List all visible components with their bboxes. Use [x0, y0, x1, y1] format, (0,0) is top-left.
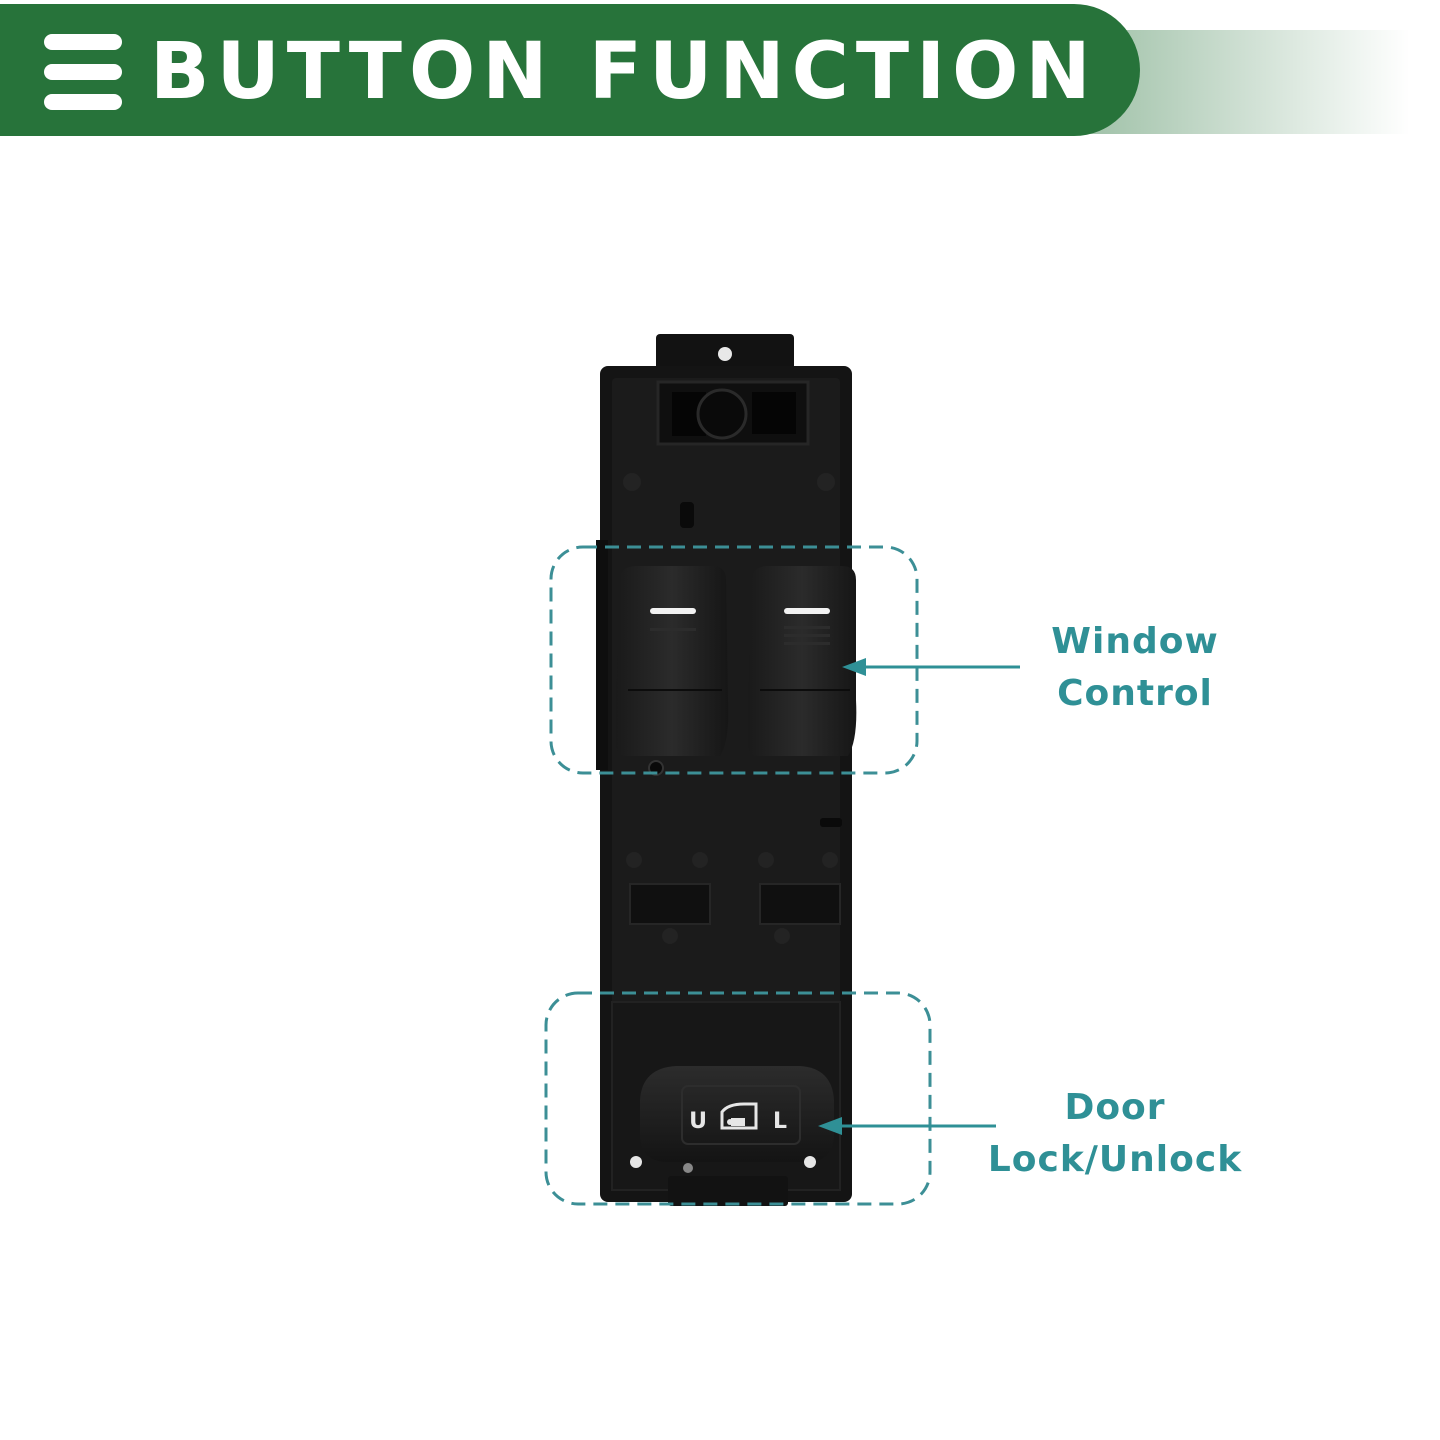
connector-socket	[656, 380, 810, 446]
pin	[683, 1163, 693, 1173]
door-lock-button: U L	[640, 1066, 834, 1162]
unlock-glyph: U	[689, 1109, 707, 1134]
door-lock-icon	[720, 1102, 758, 1130]
page-title: BUTTON FUNCTION	[150, 27, 1098, 117]
lock-glyph: L	[773, 1109, 787, 1134]
header-banner: BUTTON FUNCTION	[0, 4, 1440, 136]
window-button-left	[616, 566, 729, 756]
hamburger-menu-icon	[44, 34, 122, 110]
screw-left	[630, 1156, 642, 1168]
window-control-highlight	[549, 545, 919, 775]
window-arrow	[842, 658, 1020, 676]
header-fade-decoration	[1080, 30, 1410, 134]
header-background	[0, 4, 1140, 136]
door-lock-highlight	[544, 991, 932, 1206]
screw-right	[804, 1156, 816, 1168]
blank-pad-left	[629, 883, 711, 925]
door-lock-line1: Door	[1064, 1087, 1166, 1128]
door-arrow	[818, 1117, 996, 1135]
door-lock-line2: Lock/Unlock	[987, 1139, 1243, 1180]
window-control-line2: Control	[1057, 673, 1213, 714]
window-control-label: Window Control	[1040, 616, 1230, 720]
window-button-right	[748, 566, 857, 756]
blank-pad-right	[759, 883, 841, 925]
bottom-tab	[668, 1176, 788, 1206]
window-control-line1: Window	[1051, 621, 1219, 662]
door-lock-label: Door Lock/Unlock	[975, 1082, 1255, 1186]
